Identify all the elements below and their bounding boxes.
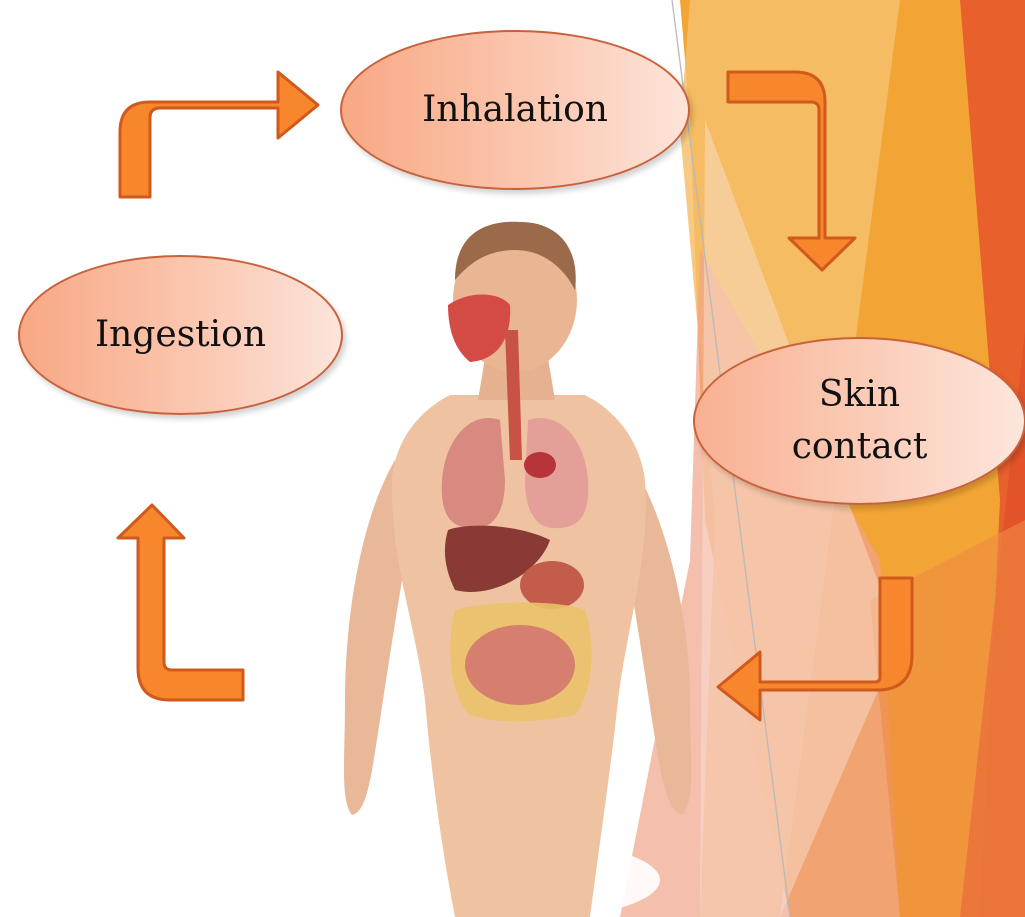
arrow-ingestion-to-inhalation-shape (120, 72, 318, 197)
node-inhalation: Inhalation (340, 30, 690, 190)
node-inhalation-label: Inhalation (422, 84, 608, 136)
node-ingestion-label: Ingestion (95, 309, 266, 361)
node-skin-contact: Skin contact (693, 337, 1025, 505)
node-ingestion: Ingestion (18, 255, 343, 415)
arrow-skin-to-figure (718, 578, 912, 720)
node-skin-contact-line1: Skin (792, 369, 928, 421)
arrow-inhalation-to-skin (728, 72, 855, 270)
node-skin-contact-line2: contact (792, 421, 928, 473)
arrow-figure-to-ingestion (118, 505, 243, 700)
